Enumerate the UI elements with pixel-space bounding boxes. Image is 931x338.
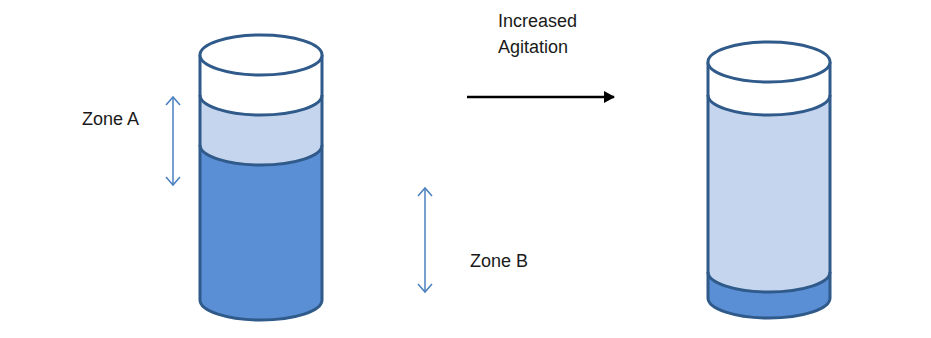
zone-b-fill xyxy=(200,145,322,320)
zone-label: Zone B xyxy=(470,248,560,274)
zone-label: Zone A xyxy=(82,106,172,132)
left-cylinder xyxy=(200,35,322,320)
zone-a-fill xyxy=(200,95,322,320)
zone-b-dimension xyxy=(418,188,432,292)
process-arrow xyxy=(467,96,614,99)
process-label: Increased Agitation xyxy=(498,8,598,60)
right-cylinder xyxy=(708,42,830,318)
zone-a-dimension xyxy=(166,97,180,185)
